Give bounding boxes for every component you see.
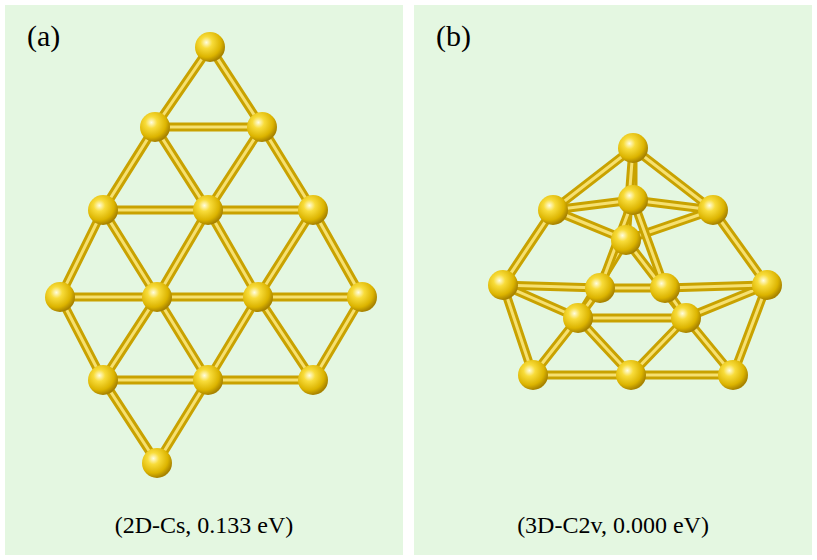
bond-highlight bbox=[155, 126, 262, 129]
gold-atom bbox=[618, 185, 648, 215]
bond-highlight bbox=[208, 379, 313, 382]
bond bbox=[208, 206, 313, 215]
bond bbox=[103, 210, 157, 297]
bonds bbox=[503, 148, 767, 375]
bond bbox=[631, 371, 733, 380]
bond bbox=[103, 206, 208, 215]
gold-atom bbox=[247, 112, 277, 142]
gold-atom bbox=[88, 365, 118, 395]
gold-atom bbox=[298, 365, 328, 395]
bond-highlight bbox=[103, 379, 208, 382]
bond bbox=[665, 285, 767, 288]
gold-atom bbox=[616, 360, 646, 390]
atoms bbox=[45, 32, 377, 478]
gold-atom bbox=[88, 195, 118, 225]
bond-highlight bbox=[665, 285, 767, 288]
bond-highlight bbox=[208, 209, 313, 212]
bond-highlight bbox=[103, 210, 157, 297]
panel-caption: (2D-Cs, 0.133 eV) bbox=[115, 512, 294, 539]
bond-highlight bbox=[157, 296, 258, 299]
cluster-illustration bbox=[5, 5, 403, 555]
gold-atom bbox=[718, 360, 748, 390]
gold-atom bbox=[488, 270, 518, 300]
panel-label: (b) bbox=[436, 19, 471, 53]
bond-highlight bbox=[578, 317, 686, 320]
cluster-panel: (a) (2D-Cs, 0.133 eV) bbox=[5, 5, 403, 555]
gold-atom bbox=[243, 282, 273, 312]
gold-atom bbox=[142, 282, 172, 312]
gold-atom bbox=[611, 225, 641, 255]
bond bbox=[208, 376, 313, 385]
cluster-panel: (b) (3D-C2v, 0.000 eV) bbox=[414, 5, 812, 555]
gold-atom bbox=[752, 270, 782, 300]
gold-atom bbox=[193, 365, 223, 395]
bond-highlight bbox=[103, 209, 208, 212]
bond-highlight bbox=[157, 210, 208, 297]
gold-atom bbox=[45, 282, 75, 312]
cluster-illustration bbox=[414, 5, 812, 555]
bond bbox=[258, 210, 313, 297]
gold-atom bbox=[298, 195, 328, 225]
panel-caption: (3D-C2v, 0.000 eV) bbox=[517, 512, 709, 539]
gold-atom bbox=[563, 303, 593, 333]
bond bbox=[157, 210, 208, 297]
gold-atom bbox=[650, 273, 680, 303]
gold-atom bbox=[142, 448, 172, 478]
bonds bbox=[60, 47, 362, 463]
gold-atom bbox=[671, 303, 701, 333]
bond-highlight bbox=[258, 296, 362, 299]
bond-highlight bbox=[208, 210, 258, 297]
gold-atom bbox=[193, 195, 223, 225]
bond-highlight bbox=[631, 374, 733, 377]
gold-atom bbox=[618, 133, 648, 163]
bond-highlight bbox=[258, 210, 313, 297]
gold-atom bbox=[140, 112, 170, 142]
gold-atom bbox=[518, 360, 548, 390]
atoms bbox=[488, 133, 782, 390]
bond bbox=[578, 314, 686, 323]
gold-atom bbox=[347, 282, 377, 312]
bond bbox=[157, 293, 258, 302]
bond bbox=[103, 376, 208, 385]
panel-label: (a) bbox=[27, 19, 60, 53]
bond bbox=[258, 293, 362, 302]
bond bbox=[155, 123, 262, 132]
gold-atom bbox=[538, 195, 568, 225]
bond bbox=[208, 210, 258, 297]
gold-atom bbox=[585, 273, 615, 303]
gold-atom bbox=[195, 32, 225, 62]
gold-atom bbox=[698, 195, 728, 225]
